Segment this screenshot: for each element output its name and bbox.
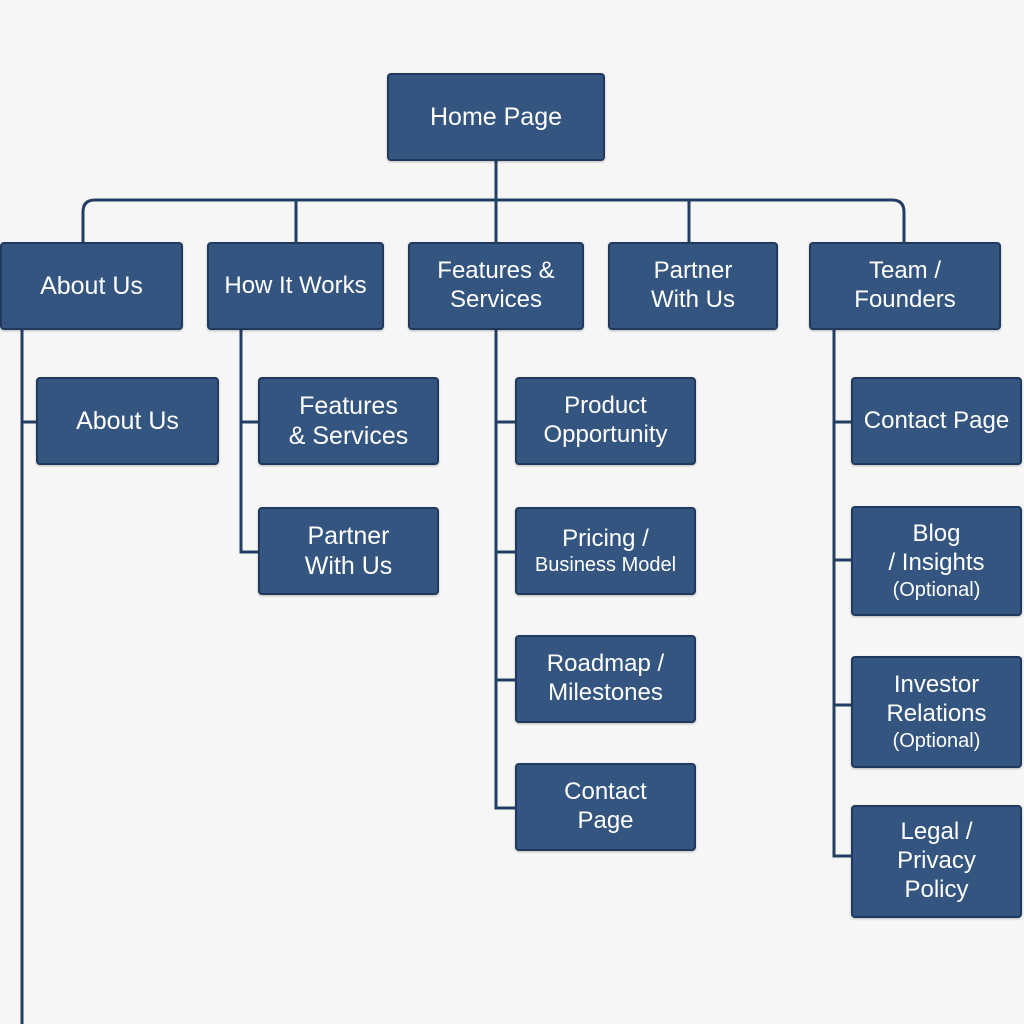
node-label: (Optional): [892, 729, 981, 752]
node-label: (Optional): [892, 578, 981, 601]
connector-level1-bus: [81, 198, 906, 242]
node-how-partner-with-us[interactable]: Partner With Us: [258, 507, 439, 595]
node-label: Legal /: [900, 818, 973, 846]
node-label: Page: [577, 807, 634, 834]
node-label: With Us: [651, 286, 735, 313]
node-label: Relations: [886, 700, 987, 727]
node-partner-with-us[interactable]: Partner With Us: [608, 242, 778, 330]
node-about-us-child[interactable]: About Us: [36, 377, 219, 465]
node-how-features-services[interactable]: Features & Services: [258, 377, 439, 465]
node-label: Services: [449, 286, 543, 313]
node-label: Opportunity: [543, 421, 668, 448]
node-label: Home Page: [429, 103, 563, 131]
node-label: Partner: [653, 257, 733, 285]
node-label: Contact: [564, 778, 647, 806]
node-label: Contact Page: [863, 406, 1010, 434]
connector-team-trunk: [832, 330, 851, 858]
node-label: Investor: [893, 671, 980, 699]
node-roadmap-milestones[interactable]: Roadmap / Milestones: [515, 635, 696, 723]
node-label: / Insights: [888, 549, 985, 576]
node-label: Milestones: [548, 679, 663, 706]
node-features-services[interactable]: Features & Services: [408, 242, 584, 330]
node-team-contact-page[interactable]: Contact Page: [851, 377, 1022, 465]
node-label: How It Works: [224, 271, 367, 299]
connector-features-trunk: [494, 330, 515, 810]
node-pricing-business-model[interactable]: Pricing / Business Model: [515, 507, 696, 595]
node-team-founders[interactable]: Team / Founders: [809, 242, 1001, 330]
node-label: Features &: [437, 257, 555, 285]
node-label: Policy: [904, 875, 969, 903]
node-label: Privacy: [897, 847, 976, 875]
node-label: Founders: [854, 286, 956, 313]
node-label: Product: [564, 392, 647, 420]
node-home-page[interactable]: Home Page: [387, 73, 605, 161]
node-investor-relations[interactable]: Investor Relations (Optional): [851, 656, 1022, 768]
node-label: About Us: [76, 407, 179, 435]
node-label: Partner: [307, 522, 390, 550]
node-label: Blog: [912, 520, 961, 548]
node-label: With Us: [304, 552, 393, 580]
node-label: & Services: [288, 422, 409, 450]
node-product-opportunity[interactable]: Product Opportunity: [515, 377, 696, 465]
node-how-it-works[interactable]: How It Works: [207, 242, 384, 330]
node-label: Features: [299, 392, 398, 420]
node-label: Business Model: [534, 554, 677, 577]
node-blog-insights[interactable]: Blog / Insights (Optional): [851, 506, 1022, 616]
connector-how-trunk: [239, 330, 258, 554]
node-label: Pricing /: [562, 524, 649, 552]
node-about-us[interactable]: About Us: [0, 242, 183, 330]
node-label: Team /: [868, 257, 942, 285]
node-label: About Us: [40, 272, 143, 300]
node-legal-privacy-policy[interactable]: Legal / Privacy Policy: [851, 805, 1022, 918]
node-label: Roadmap /: [546, 650, 665, 678]
node-features-contact-page[interactable]: Contact Page: [515, 763, 696, 851]
